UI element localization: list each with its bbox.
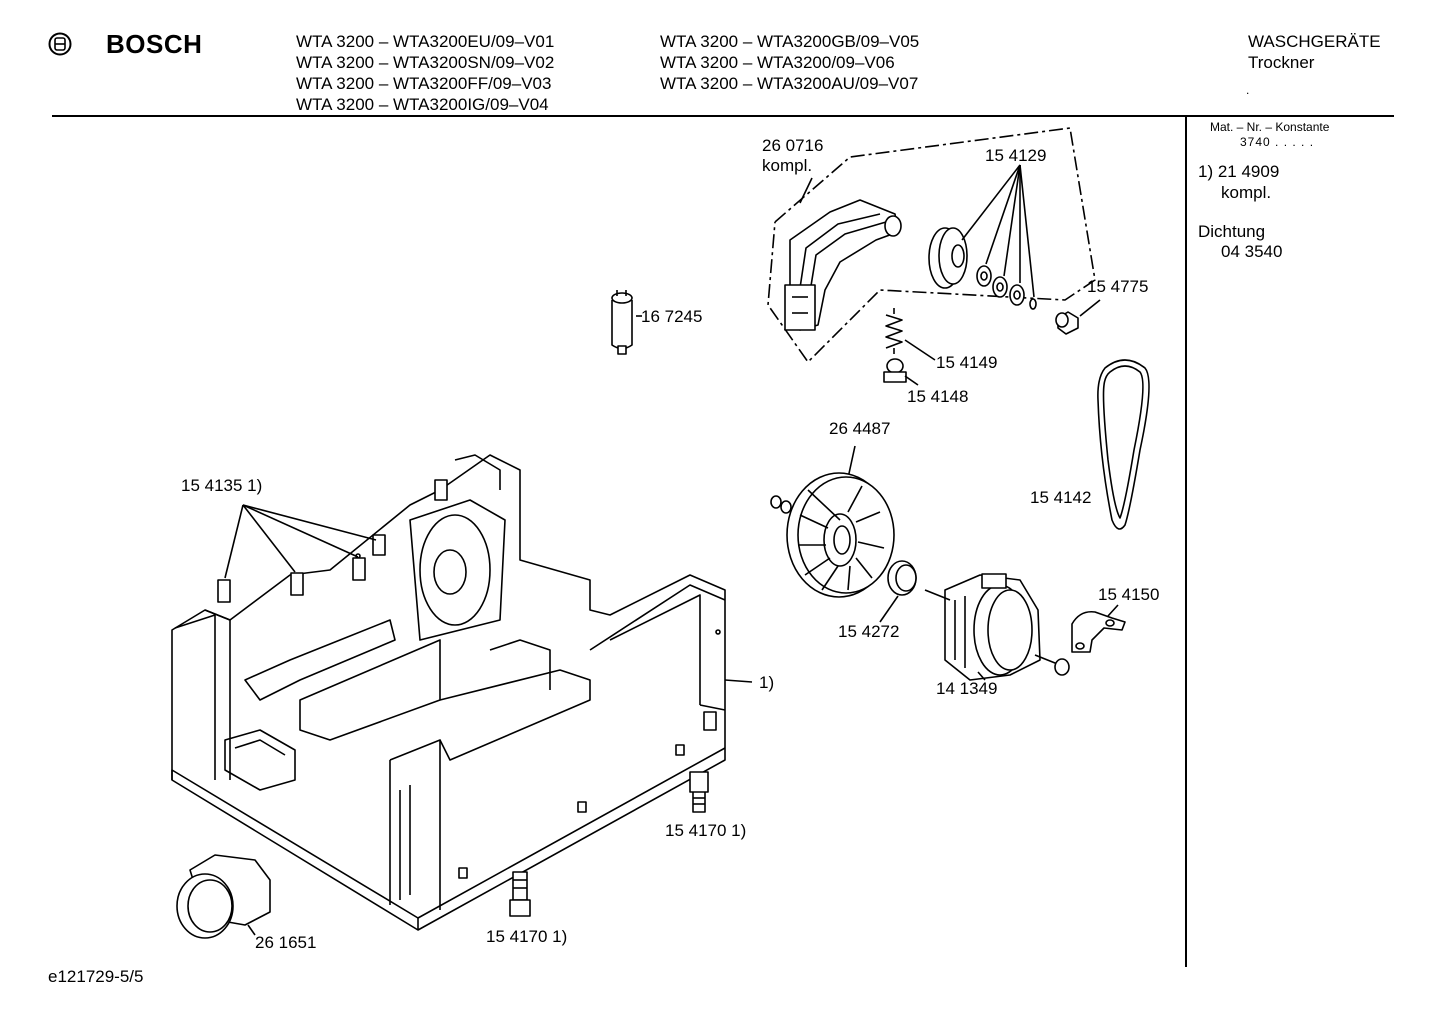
model-line: WTA 3200 – WTA3200AU/09–V07 [660, 74, 919, 93]
part-label: 15 4775 [1087, 277, 1149, 296]
part-label: 14 1349 [936, 679, 998, 698]
bosch-logo-icon [48, 32, 72, 56]
assembly-outline [767, 127, 1096, 363]
leader-line [242, 504, 377, 541]
part-label: 26 1651 [255, 933, 317, 952]
base-frame [171, 454, 726, 931]
leader-line [242, 504, 359, 558]
drawing-code: e121729-5/5 [48, 967, 144, 986]
category-title: WASCHGERÄTE [1248, 32, 1381, 51]
leader-line [961, 164, 1021, 241]
capacitor-part [611, 290, 633, 355]
part-label: 26 0716 [762, 136, 824, 155]
leader-line [985, 164, 1021, 265]
part-label: 15 4135 1) [181, 476, 263, 495]
seal-ring [887, 560, 917, 596]
seal-label: Dichtung [1198, 222, 1266, 241]
part-label: 15 4142 [1030, 488, 1092, 507]
plug-part [1055, 311, 1079, 335]
motor-part [924, 573, 1070, 681]
part-label: 15 4149 [936, 353, 998, 372]
part-label: 26 4487 [829, 419, 891, 438]
drive-belt [1097, 359, 1150, 530]
model-list-2: WTA 3200 – WTA3200GB/09–V05 WTA 3200 – W… [660, 31, 919, 94]
leader-line [247, 924, 256, 936]
category-subtitle: Trockner [1248, 53, 1315, 72]
leader-line [1079, 299, 1101, 317]
nut-part [883, 358, 907, 383]
leader-line [847, 445, 856, 479]
leader-line [724, 679, 753, 683]
part-label: 15 4170 1) [665, 821, 747, 840]
model-line: WTA 3200 – WTA3200EU/09–V01 [296, 32, 555, 51]
belt-tensioner-arm [784, 199, 902, 331]
leader-line [904, 339, 936, 361]
mat-nr-value: 3740 . . . . . [1240, 135, 1315, 149]
brand-name: BOSCH [106, 29, 203, 59]
part-label: 15 4170 1) [486, 927, 568, 946]
seal-number: 04 3540 [1221, 242, 1283, 261]
leader-line [1107, 604, 1119, 617]
mat-nr-title: Mat. – Nr. – Konstante [1210, 120, 1330, 134]
spring-part [885, 308, 903, 354]
motor-bracket [1071, 610, 1126, 653]
leader-line [242, 504, 296, 573]
leader-line [799, 177, 813, 204]
model-line: WTA 3200 – WTA3200GB/09–V05 [660, 32, 920, 51]
model-line: WTA 3200 – WTA3200IG/09–V04 [296, 95, 549, 114]
model-line: WTA 3200 – WTA3200/09–V06 [660, 53, 895, 72]
note-1-text: kompl. [1221, 183, 1272, 202]
sidebar-divider [1185, 117, 1187, 967]
part-label: 16 7245 [641, 307, 703, 326]
screw-part [689, 771, 709, 813]
leader-line [1019, 164, 1035, 298]
fan-wheel [770, 472, 895, 598]
part-label: kompl. [762, 156, 813, 175]
category-dot: . [1246, 83, 1250, 97]
header-divider [52, 115, 1394, 117]
leader-line [224, 504, 244, 579]
pulley-assembly [928, 227, 1037, 310]
part-label: 15 4150 [1098, 585, 1160, 604]
clip-parts [217, 479, 448, 603]
part-label: 15 4272 [838, 622, 900, 641]
leader-line [977, 671, 986, 681]
part-label: 15 4148 [907, 387, 969, 406]
part-label: 15 4129 [985, 146, 1047, 165]
part-label: 1) [759, 673, 775, 692]
model-line: WTA 3200 – WTA3200FF/09–V03 [296, 74, 552, 93]
duct-part [176, 854, 271, 939]
model-line: WTA 3200 – WTA3200SN/09–V02 [296, 53, 555, 72]
leader-line [904, 375, 919, 386]
screw-part [509, 871, 531, 917]
note-1-number: 1) 21 4909 [1198, 162, 1280, 181]
leader-line [879, 595, 899, 623]
model-list-1: WTA 3200 – WTA3200EU/09–V01 WTA 3200 – W… [296, 31, 554, 115]
leader-line [1003, 164, 1021, 277]
